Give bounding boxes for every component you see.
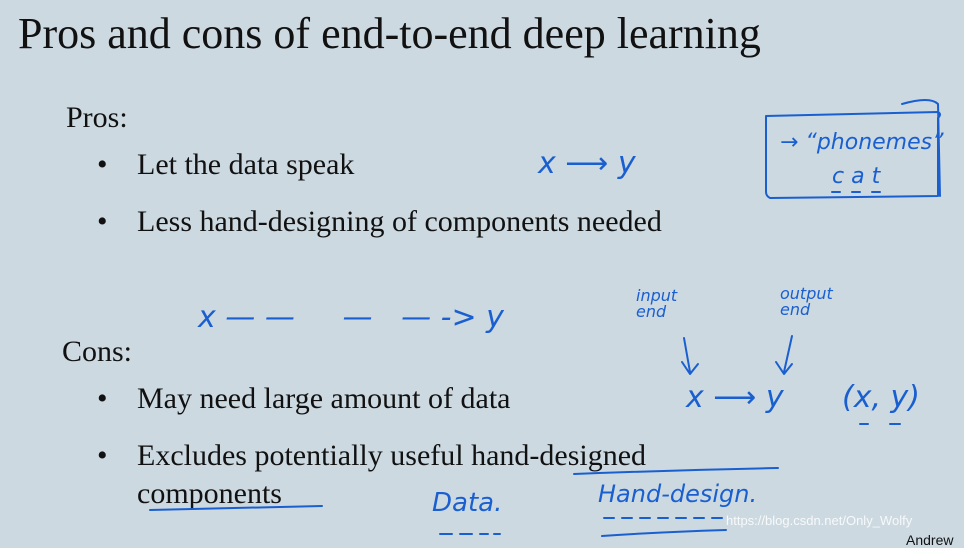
cons-heading: Cons: (62, 335, 133, 368)
cons-item-2-text-cont: components (137, 477, 282, 510)
cons-item-1-text: May need large amount of data (137, 382, 511, 415)
output-end-arrow (775, 335, 793, 375)
pros-item-1: • Let the data speak (97, 146, 355, 184)
hand-design-underline-2 (601, 529, 727, 537)
pros-item-2-text: Less hand-designing of components needed (137, 205, 662, 238)
author-name: Andrew (906, 532, 954, 548)
note-hand-design: Hand-design. (598, 480, 758, 508)
cons-item-2: • Excludes potentially useful hand-desig… (97, 437, 647, 513)
watermark: https://blog.csdn.net/Only_Wolfy (726, 513, 913, 528)
cons-item-2-text: Excludes potentially useful hand-designe… (137, 439, 647, 472)
note-x-to-y: x ⟶ y (538, 146, 636, 181)
note-phonemes: → “phonemes” (780, 130, 944, 155)
bullet-dot: • (97, 439, 108, 472)
note-x-arrow-y: x ⟶ y (686, 380, 784, 415)
pros-item-2: • Less hand-designing of components need… (97, 203, 662, 241)
slide-title: Pros and cons of end-to-end deep learnin… (18, 9, 761, 58)
bullet-dot: • (97, 382, 108, 415)
note-output-end: output end (780, 284, 833, 319)
note-x-dashes-y: x — — — — -> y (198, 300, 504, 335)
note-pair: (x, y) (842, 380, 920, 415)
bullet-dot: • (97, 205, 108, 238)
input-end-arrow (681, 337, 699, 375)
bullet-dot: • (97, 148, 108, 181)
note-cat: c a t (832, 164, 881, 189)
cons-item-1: • May need large amount of data (97, 380, 511, 418)
note-input-end: input end (636, 286, 678, 321)
pros-heading: Pros: (66, 101, 128, 134)
pros-item-1-text: Let the data speak (137, 148, 355, 181)
note-data: Data. (432, 488, 503, 518)
